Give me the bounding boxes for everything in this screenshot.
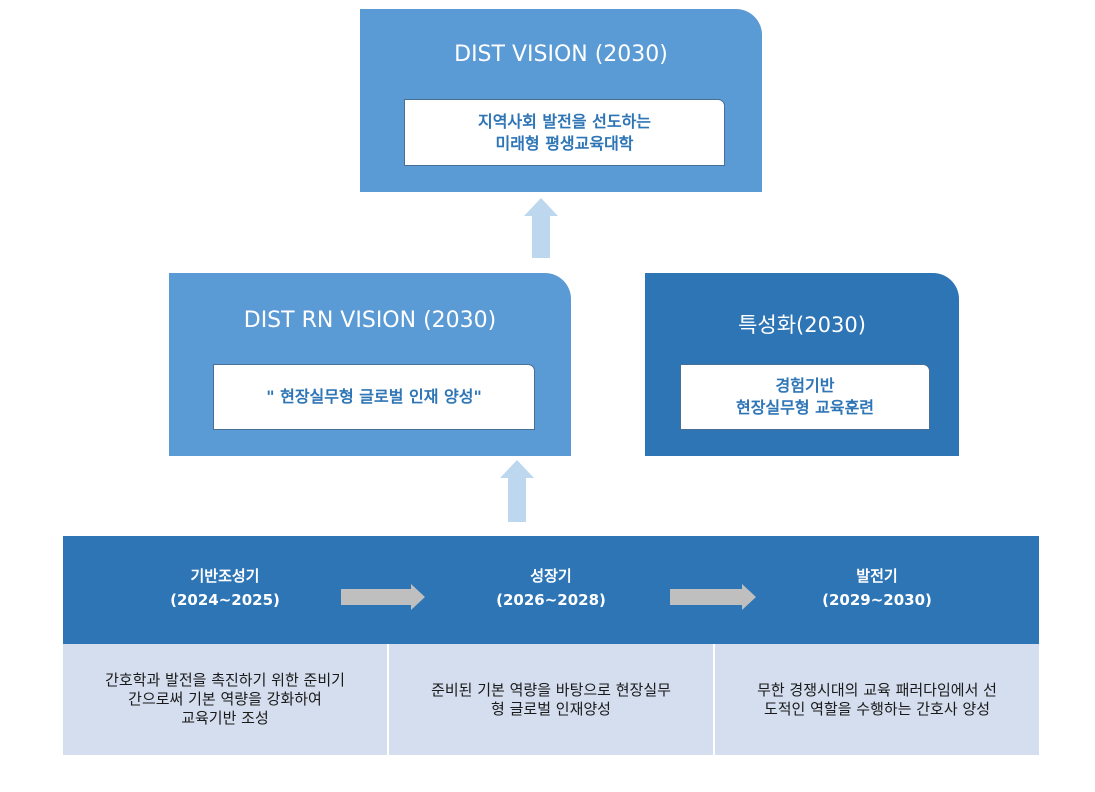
- description-line: 간으로써 기본 역량을 강화하여: [128, 690, 322, 708]
- phase-description-growth: 준비된 기본 역량을 바탕으로 현장실무 형 글로벌 인재양성: [389, 644, 713, 755]
- phase-period: (2029~2030): [822, 591, 932, 609]
- specialization-line1: 경험기반: [775, 376, 835, 395]
- description-line: 무한 경쟁시대의 교육 패러다임에서 선: [757, 680, 997, 699]
- description-line: 도적인 역할을 수행하는 간호사 양성: [763, 699, 991, 718]
- dist-rn-vision-statement: " 현장실무형 글로벌 인재 양성": [213, 364, 535, 430]
- phase-name: 기반조성기: [190, 567, 260, 585]
- specialization-statement: 경험기반 현장실무형 교육훈련: [680, 364, 930, 430]
- dist-rn-vision-title: DIST RN VISION (2030): [243, 308, 497, 333]
- phase-period: (2026~2028): [496, 591, 606, 609]
- dist-vision-title: DIST VISION (2030): [454, 42, 668, 67]
- dist-vision-statement: 지역사회 발전을 선도하는 미래형 평생교육대학: [404, 99, 725, 166]
- phase-descriptions: 간호학과 발전을 촉진하기 위한 준비기 간으로써 기본 역량을 강화하여 교육…: [63, 644, 1039, 755]
- phase-name: 성장기: [530, 567, 572, 585]
- phase-name: 발전기: [856, 567, 898, 585]
- phase-band: 기반조성기 (2024~2025) 성장기 (2026~2028) 발전기 (2…: [63, 536, 1039, 644]
- description-line: 형 글로벌 인재양성: [491, 699, 611, 718]
- description-line: 교육기반 조성: [181, 709, 269, 727]
- specialization-line2: 현장실무형 교육훈련: [735, 398, 875, 417]
- up-arrow-icon: [524, 198, 558, 258]
- phase-development: 발전기 (2029~2030): [777, 564, 977, 612]
- description-line: 간호학과 발전을 촉진하기 위한 준비기: [105, 671, 345, 689]
- dist-rn-vision-text: " 현장실무형 글로벌 인재 양성": [266, 387, 482, 406]
- phase-foundation: 기반조성기 (2024~2025): [125, 564, 325, 612]
- phase-growth: 성장기 (2026~2028): [451, 564, 651, 612]
- phase-description-foundation: 간호학과 발전을 촉진하기 위한 준비기 간으로써 기본 역량을 강화하여 교육…: [63, 644, 387, 755]
- dist-vision-line2: 미래형 평생교육대학: [495, 133, 634, 153]
- right-arrow-icon: [341, 584, 425, 610]
- right-arrow-icon: [670, 584, 756, 610]
- phase-period: (2024~2025): [170, 591, 280, 609]
- phase-description-development: 무한 경쟁시대의 교육 패러다임에서 선 도적인 역할을 수행하는 간호사 양성: [715, 644, 1039, 755]
- description-line: 준비된 기본 역량을 바탕으로 현장실무: [431, 680, 671, 699]
- specialization-box: 특성화(2030) 경험기반 현장실무형 교육훈련: [645, 273, 959, 456]
- dist-vision-box: DIST VISION (2030) 지역사회 발전을 선도하는 미래형 평생교…: [360, 9, 762, 192]
- specialization-title: 특성화(2030): [738, 313, 866, 337]
- dist-vision-line1: 지역사회 발전을 선도하는: [477, 111, 652, 131]
- up-arrow-icon: [500, 460, 534, 522]
- dist-rn-vision-box: DIST RN VISION (2030) " 현장실무형 글로벌 인재 양성": [169, 273, 571, 456]
